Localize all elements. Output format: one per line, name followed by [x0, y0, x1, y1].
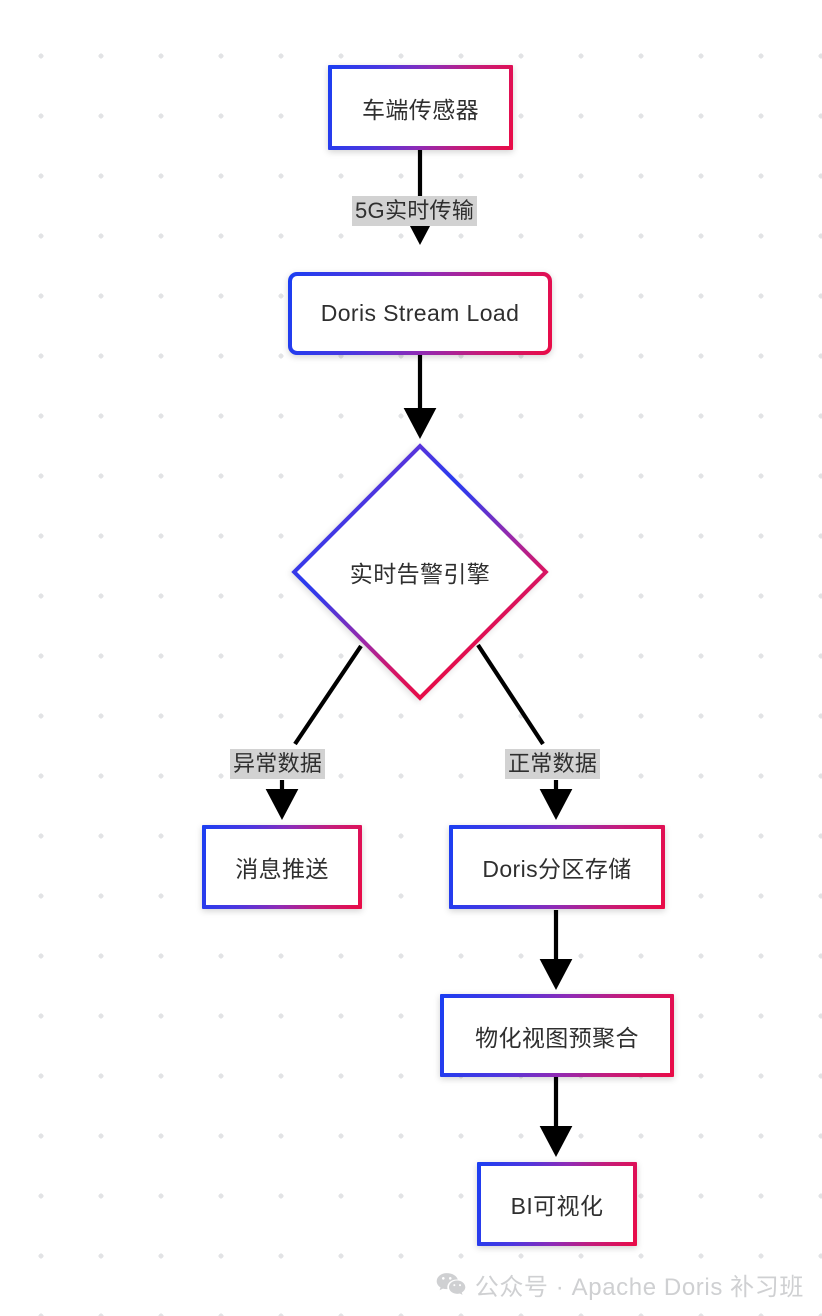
- node-alert-engine[interactable]: 实时告警引擎: [291, 443, 549, 701]
- node-doris-stream-load[interactable]: Doris Stream Load: [288, 272, 552, 355]
- watermark-text: 公众号 · Apache Doris 补习班: [474, 1274, 804, 1301]
- edge-alert-to-partition: [476, 643, 573, 821]
- node-materialized-view-label: 物化视图预聚合: [475, 1024, 639, 1051]
- node-sensor-label: 车端传感器: [362, 96, 479, 123]
- node-doris-partition-storage-label: Doris分区存储: [482, 856, 632, 882]
- edge-label-5g-transmission: 5G实时传输: [352, 196, 478, 227]
- edge-label-abnormal-data: 异常数据: [230, 749, 326, 780]
- wechat-icon: [436, 1272, 466, 1298]
- node-message-push-label: 消息推送: [235, 856, 329, 882]
- node-message-push[interactable]: 消息推送: [202, 825, 362, 909]
- node-bi-visualization[interactable]: BI可视化: [477, 1162, 637, 1246]
- node-materialized-view[interactable]: 物化视图预聚合: [440, 994, 674, 1077]
- edge-alert-to-push: [265, 644, 363, 821]
- node-sensor[interactable]: 车端传感器: [328, 65, 513, 150]
- node-bi-visualization-label: BI可视化: [510, 1193, 604, 1219]
- node-doris-partition-storage[interactable]: Doris分区存储: [449, 825, 665, 909]
- edge-label-normal-data: 正常数据: [505, 749, 601, 780]
- node-doris-stream-load-label: Doris Stream Load: [320, 300, 520, 326]
- watermark: 公众号 · Apache Doris 补习班: [436, 1267, 804, 1302]
- node-alert-engine-label: 实时告警引擎: [349, 561, 491, 587]
